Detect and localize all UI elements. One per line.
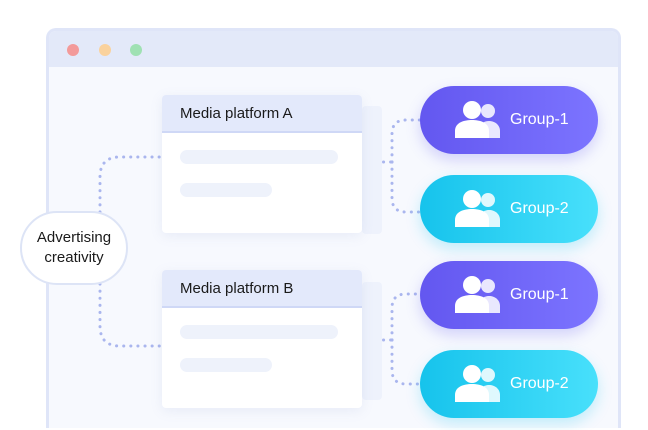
advertising-creativity-node: Advertising creativity: [20, 211, 128, 285]
source-label-line-1: Advertising: [36, 229, 112, 246]
users-icon: [455, 101, 500, 138]
group-pill-b-2: Group-2: [420, 350, 598, 418]
connector-b-group-1: [390, 292, 422, 342]
users-icon: [455, 276, 500, 313]
card-stack-shadow: [362, 282, 382, 400]
group-label: Group-2: [510, 375, 569, 392]
source-label-line-2: creativity: [44, 249, 104, 266]
platform-title: Media platform B: [162, 270, 362, 308]
connector-creativity-to-platform-b: [98, 282, 164, 348]
group-label: Group-1: [510, 111, 569, 128]
users-icon: [455, 190, 500, 227]
browser-titlebar: [49, 31, 618, 67]
group-pill-a-1: Group-1: [420, 86, 598, 154]
connector-a-group-2: [390, 160, 422, 214]
group-label: Group-1: [510, 286, 569, 303]
platform-title: Media platform A: [162, 95, 362, 133]
group-pill-a-2: Group-2: [420, 175, 598, 243]
maximize-window-dot[interactable]: [130, 44, 142, 56]
placeholder-bar: [180, 325, 338, 339]
platform-card-b: Media platform B: [162, 270, 362, 408]
placeholder-bar: [180, 358, 272, 372]
platform-card-a: Media platform A: [162, 95, 362, 233]
group-pill-b-1: Group-1: [420, 261, 598, 329]
placeholder-bar: [180, 150, 338, 164]
connector-b-group-2: [390, 338, 422, 386]
minimize-window-dot[interactable]: [99, 44, 111, 56]
users-icon: [455, 365, 500, 402]
close-window-dot[interactable]: [67, 44, 79, 56]
placeholder-bar: [180, 183, 272, 197]
connector-creativity-to-platform-a: [98, 155, 164, 214]
card-stack-shadow: [362, 106, 382, 234]
connector-a-group-1: [390, 118, 422, 164]
group-label: Group-2: [510, 200, 569, 217]
